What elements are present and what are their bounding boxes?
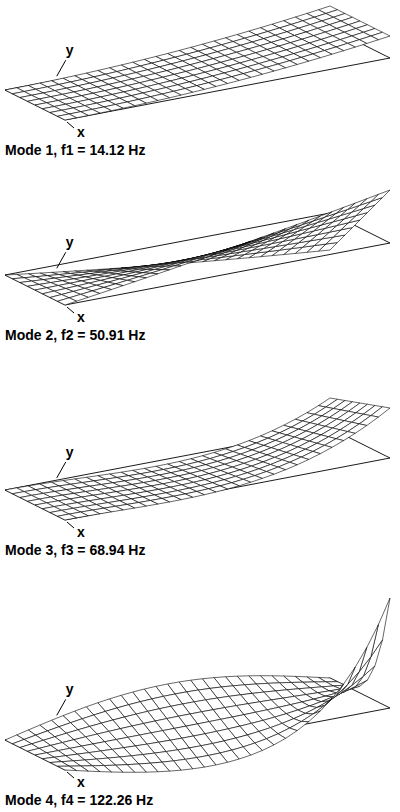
mesh-cell [371,407,390,417]
axis-label: y [66,42,74,58]
leader-line [57,60,66,76]
mesh-cell [58,298,77,305]
mesh-cell [301,711,320,722]
mesh-cell [313,212,332,221]
undeformed-outline [5,28,390,120]
leader-line [67,307,74,313]
mesh-cell [348,647,367,684]
mesh-cell [197,254,216,259]
mesh-cell [359,416,378,426]
mesh-cell [50,762,69,767]
mode-caption: Mode 2, f2 = 50.91 Hz [5,327,145,343]
mesh-cell [313,699,332,714]
mesh-cell [336,203,355,213]
mesh-cell [162,266,181,270]
axis-label: x [77,524,85,540]
mode-plot [5,6,390,128]
axis-label: y [66,234,74,250]
mesh-cell [174,262,193,266]
mesh-cell [359,625,378,672]
mode-caption: Mode 3, f3 = 68.94 Hz [5,542,145,558]
mode-caption: Mode 1, f1 = 14.12 Hz [5,142,145,158]
mesh-cell [371,598,390,657]
leader-line [67,522,74,528]
leader-line [57,699,66,715]
axis-label: x [77,309,85,325]
mesh-cell [324,207,343,217]
mesh-cell [209,249,228,254]
leader-line [57,462,66,478]
mesh-cell [359,194,378,205]
leader-line [67,122,74,128]
undeformed-outline [5,213,390,305]
mesh-cell [58,766,77,770]
mode-plot [5,598,390,778]
axis-label: y [66,444,74,460]
undeformed-outline [5,428,390,520]
mode-caption: Mode 4, f4 = 122.26 Hz [5,792,153,808]
mesh-cell [290,220,309,229]
mesh-cell [348,199,367,210]
mesh-cell [348,424,367,433]
undeformed-outline [5,678,390,770]
axis-label: x [77,774,85,790]
mode-plot [5,398,390,528]
axis-label: y [66,681,74,697]
mesh-cell [371,190,390,201]
mesh-cell [58,514,77,520]
mesh-cell [301,216,320,225]
leader-line [67,772,74,778]
mesh-cell [324,684,343,705]
leader-line [57,252,66,268]
mode-plot [5,190,390,313]
axis-label: x [77,124,85,140]
mesh-cell [58,114,77,120]
mesh-cell [185,258,204,263]
